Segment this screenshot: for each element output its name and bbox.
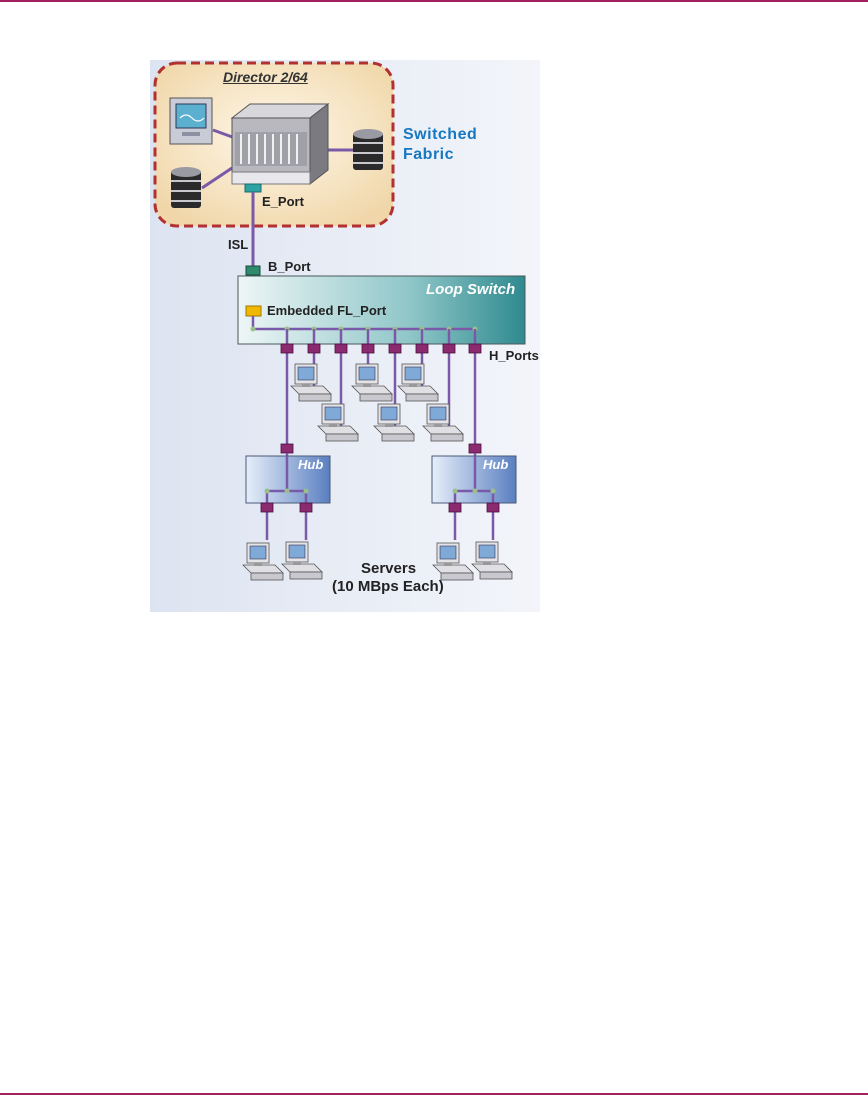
servers-label-line1: Servers <box>361 560 417 577</box>
b-port-label: B_Port <box>268 259 311 274</box>
hub-right-label: Hub <box>483 457 509 472</box>
workstation-icon <box>169 97 213 145</box>
server-computer-icon <box>397 363 439 402</box>
server-computer-icon <box>317 403 359 442</box>
storage-disk-icon <box>171 167 201 208</box>
server-computer-icon <box>432 542 474 581</box>
servers-label-line2: (10 MBps Each) <box>332 578 444 595</box>
e-port-connector <box>244 183 262 193</box>
e-port-label: E_Port <box>262 194 304 209</box>
fabric-cable <box>212 128 236 140</box>
bottom-rule <box>0 1093 868 1095</box>
h-port-connectors <box>280 343 482 354</box>
loop-switch-label: Loop Switch <box>426 281 516 298</box>
server-computer-icon <box>373 403 415 442</box>
fabric-cable <box>201 166 233 190</box>
storage-disk-icon <box>353 129 383 170</box>
h-ports-label: H_Ports <box>489 348 539 363</box>
switched-fabric-label-line1: Switched <box>403 126 478 143</box>
server-computer-icon <box>242 542 284 581</box>
top-rule <box>0 0 868 2</box>
server-computer-icon <box>290 363 332 402</box>
hub-right-bus <box>453 456 495 540</box>
server-computer-icon <box>471 541 513 580</box>
fl-port-connector <box>245 305 262 317</box>
hub-left-bus <box>265 456 308 540</box>
server-computers <box>242 363 513 581</box>
embedded-fl-port-label: Embedded FL_Port <box>267 303 387 318</box>
loop-switch-diagram: Director 2/64 Switched Fabric E_Port ISL… <box>150 60 540 612</box>
hub-port-connectors <box>260 502 500 513</box>
server-computer-icon <box>281 541 323 580</box>
isl-label: ISL <box>228 237 249 252</box>
server-computer-icon <box>422 403 464 442</box>
b-port-connector <box>245 265 261 276</box>
director-title: Director 2/64 <box>223 69 308 85</box>
hub-left-label: Hub <box>298 457 324 472</box>
hub-uplink-connector <box>280 443 294 454</box>
diagram-svg <box>150 60 540 612</box>
director-chassis-icon <box>230 102 330 186</box>
server-computer-icon <box>351 363 393 402</box>
switched-fabric-label-line2: Fabric <box>403 146 455 163</box>
hub-uplink-connector <box>468 443 482 454</box>
